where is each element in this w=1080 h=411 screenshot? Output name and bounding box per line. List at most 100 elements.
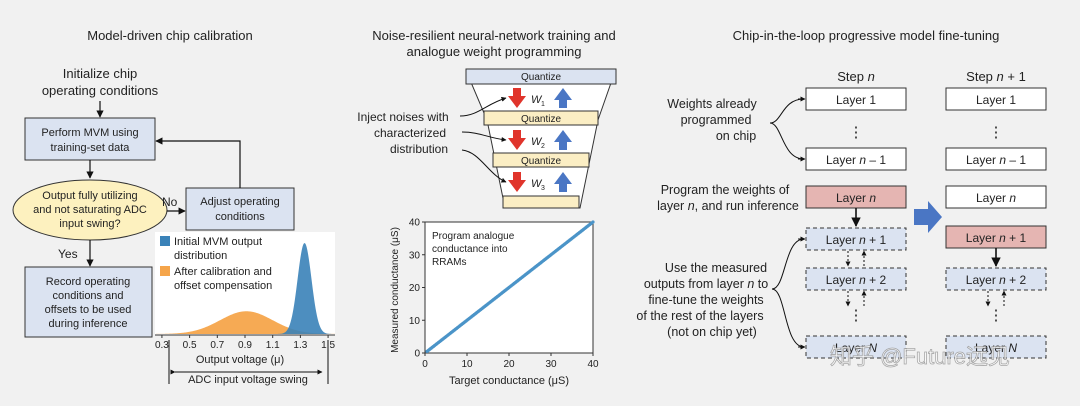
quantize-label-3: Quantize (521, 156, 561, 167)
legend-swatch-initial (160, 236, 170, 246)
dots-icon: ⋮ (849, 307, 864, 324)
program-text-line1: Program the weights of (661, 183, 790, 197)
layer-n-plus-2-label: Layer n + 2 (966, 273, 1027, 287)
weight-w1: W 1 (508, 88, 572, 108)
weight-label: W (531, 178, 543, 190)
bottom-bar (502, 195, 580, 209)
inject-pointer-2 (461, 131, 507, 142)
scatter-y-tick-label: 40 (409, 218, 421, 229)
noise-down-arrow-icon (508, 172, 526, 192)
layer-n-label: Layer n (976, 191, 1016, 205)
record-text-line1: Record operating (46, 276, 130, 288)
weight-subscript: 1 (541, 101, 545, 108)
record-text-line3: offsets to be used (45, 304, 132, 316)
adjust-text-line1: Adjust operating (200, 196, 280, 208)
dots-icon: ⋮ (989, 124, 1004, 141)
weights-text-line1: Weights already (667, 97, 757, 111)
weight-label: W (531, 136, 543, 148)
quantize-label-top: Quantize (521, 72, 561, 83)
scatter-x-tick-label: 30 (545, 359, 557, 370)
scatter-y-tick-label: 0 (414, 349, 420, 360)
layer-n-plus-1-box (805, 227, 907, 251)
panel-a-title: Model-driven chip calibration (87, 28, 252, 43)
init-text-line1: Initialize chip (63, 66, 137, 81)
inject-text-line1: Inject noises with (357, 110, 448, 124)
step-n-plus-1-column: Layer 1 ⋮ Layer n – 1 Layer n Layer n + … (945, 87, 1047, 359)
yes-label: Yes (58, 247, 78, 261)
weight-subscript: 3 (541, 185, 545, 192)
histogram-x-tick-label: 0.3 (155, 340, 169, 351)
inject-pointer-1 (459, 96, 507, 117)
inject-text-line2: characterized (374, 126, 446, 140)
layer-1-label: Layer 1 (836, 93, 876, 107)
use-text-line5: (not on chip yet) (667, 325, 757, 339)
decision-text-line2: and not saturating ADC (33, 204, 147, 216)
use-brace (771, 238, 805, 348)
layer-1-label: Layer 1 (976, 93, 1016, 107)
layer-n-minus-1-box (805, 147, 907, 171)
scatter-x-tick-label: 0 (422, 359, 428, 370)
weight-w3: W 3 (508, 172, 572, 192)
step-n-plus-1-label: Step n + 1 (966, 69, 1026, 84)
legend-swatch-calibrated (160, 266, 170, 276)
legend-label-initial-line2: distribution (174, 250, 227, 262)
use-text-line4: of the rest of the layers (636, 309, 763, 323)
init-text-line2: operating conditions (42, 83, 159, 98)
layer-n-plus-2-label: Layer n + 2 (826, 273, 887, 287)
record-box (24, 266, 153, 338)
use-text-line1: Use the measured (665, 261, 767, 275)
layer-N-box (945, 335, 1047, 359)
histogram-x-label: Output voltage (μ) (196, 354, 284, 366)
step-n-column: Layer 1 ⋮ Layer n – 1 Layer n Layer n + … (805, 87, 907, 359)
scatter-y-tick-label: 10 (409, 316, 421, 327)
legend-label-initial-line1: Initial MVM output (174, 236, 262, 248)
use-text-line2: outputs from layer n to (644, 277, 768, 291)
mvm-text-line1: Perform MVM using (41, 127, 138, 139)
record-text-line2: conditions and (53, 290, 124, 302)
weights-text-line3: on chip (716, 129, 756, 143)
histogram-x-tick-label: 0.9 (238, 340, 252, 351)
record-text-line4: during inference (49, 318, 128, 330)
layer-n-minus-1-label: Layer n – 1 (826, 153, 886, 167)
weight-w2: W 2 (508, 130, 572, 150)
panel-b-title-line1: Noise-resilient neural-network training … (372, 28, 616, 43)
layer-n-minus-1-label: Layer n – 1 (966, 153, 1026, 167)
mvm-text-line2: training-set data (51, 142, 131, 154)
inject-pointer-3 (461, 149, 507, 183)
adjust-box (185, 187, 295, 231)
scatter-point (591, 220, 595, 224)
layer-N-box (805, 335, 907, 359)
arrow-adjust-back-to-mvm (155, 137, 241, 188)
scatter-y-label: Measured conductance (μS) (390, 227, 401, 353)
inject-text-line3: distribution (390, 142, 448, 156)
scatter-y-tick-label: 30 (409, 250, 421, 261)
decision-text-line3: input swing? (59, 218, 120, 230)
panel-noise-training: Noise-resilient neural-network training … (357, 28, 617, 388)
panel-b-title-line2: analogue weight programming (407, 44, 582, 59)
scatter-annotation-line3: RRAMs (432, 257, 466, 268)
no-label: No (162, 195, 178, 209)
adjust-text-line2: conditions (215, 211, 265, 223)
histogram-x-tick-label: 0.5 (183, 340, 197, 351)
update-up-arrow-icon (554, 172, 572, 192)
adc-swing-label: ADC input voltage swing (188, 374, 308, 386)
weight-label: W (531, 94, 543, 106)
noise-down-arrow-icon (508, 130, 526, 150)
panel-calibration: Model-driven chip calibration Initialize… (12, 28, 335, 386)
program-text-line2: layer n, and run inference (657, 199, 799, 213)
scatter-x-label: Target conductance (μS) (449, 375, 569, 387)
noise-down-arrow-icon (508, 88, 526, 108)
layer-1-box (805, 87, 907, 111)
panel-fine-tuning: Chip-in-the-loop progressive model fine-… (636, 28, 1047, 359)
layer-N-label: Layer N (975, 341, 1017, 355)
histogram-x-tick-label: 0.7 (210, 340, 224, 351)
layer-n-box (945, 185, 1047, 209)
scatter-x-tick-label: 20 (503, 359, 515, 370)
scatter-x-tick-label: 40 (587, 359, 599, 370)
legend-label-calibrated-line1: After calibration and (174, 266, 272, 278)
weights-text-line2: programmed (681, 113, 752, 127)
